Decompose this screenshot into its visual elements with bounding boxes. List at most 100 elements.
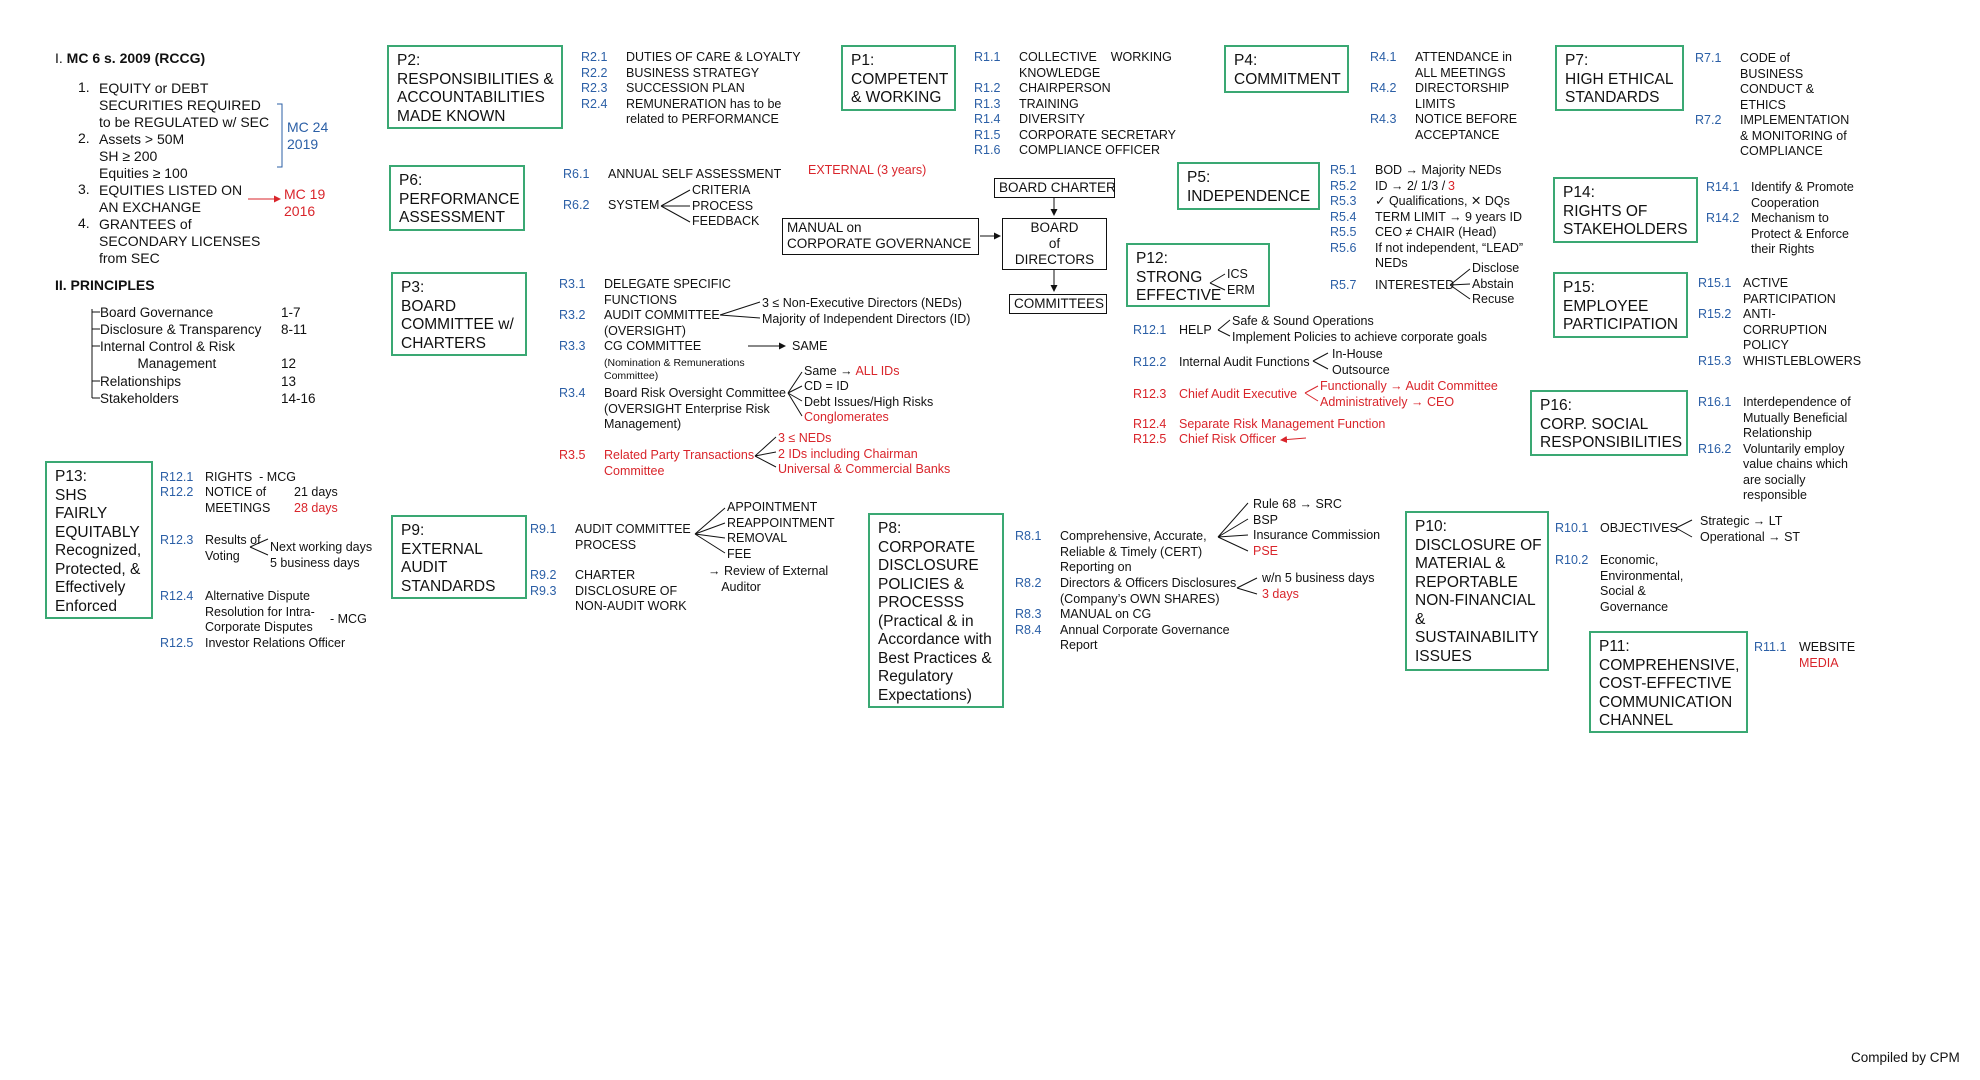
p12-r125-code: R12.5 [1133,432,1167,446]
p15-codes: R15.1 R15.2 R15.3 [1698,276,1732,368]
principle-name-1: Board Governance [100,305,214,320]
committees-box: COMMITTEES [1009,294,1107,314]
principle-name-5: Stakeholders [100,391,179,406]
manual-box: MANUAL on CORPORATE GOVERNANCE [782,218,979,255]
board-of-directors-box: BOARD of DIRECTORS [1002,218,1107,270]
p3-r32-items: 3 ≤ Non-Executive Directors (NEDs) Major… [762,296,971,326]
p13-voting-items: Next working days 5 business days [270,540,373,570]
p3-r33-text: CG COMMITTEE [604,339,702,353]
p12-r124-text: Separate Risk Management Function [1179,417,1386,431]
p3-box: P3: BOARD COMMITTEE w/ CHARTERS [391,272,527,356]
p12-r123-text: Chief Audit Executive [1179,387,1298,401]
p9-r91-text: AUDIT COMMITTEE PROCESS [575,522,691,552]
p8-report-items: Rule 68 → SRC BSP Insurance Commission [1253,497,1381,542]
p3-r32-text: AUDIT COMMITTEE (OVERSIGHT) [604,308,720,338]
p3-r35-items: 3 ≤ NEDs 2 IDs including Chairman Univer… [778,431,951,476]
p6-r62-text: SYSTEM [608,198,660,212]
p5-box: P5: INDEPENDENCE [1177,162,1320,210]
p1-codes: R1.1 R1.2 R1.3 R1.4 R1.5 R1.6 [974,50,1001,157]
p3-r34-same-label: Same → [804,364,853,378]
p6-r62-code: R6.2 [563,198,590,212]
p3-r34-code-label: R3.4 [559,386,586,400]
p13-r1221-code: R12.1 [160,470,194,484]
p3-r33-small: (Nomination & Remunerations Committee) [604,357,745,382]
p5-r57-code: R5.7 [1330,278,1357,292]
p3-r35-text: Related Party Transactions Committee [604,448,755,478]
p8-r82-code: R8.2 [1015,576,1042,590]
p15-box: P15: EMPLOYEE PARTICIPATION [1553,272,1688,338]
p3-r34-red: Conglomerates [804,410,889,424]
p3-r33-code: R3.3 [559,339,586,353]
p12-r121-code: R12.1 [1133,323,1167,337]
p15-items: ACTIVE PARTICIPATION ANTI- CORRUPTION PO… [1743,276,1862,368]
p1-box: P1: COMPETENT & WORKING [841,45,956,111]
p13-r1223-code: R12.3 [160,533,194,547]
p8-disc-items: w/n 5 business days [1262,571,1375,585]
p6-r61-text: ANNUAL SELF ASSESSMENT [608,167,782,181]
p11-website: WEBSITE [1799,640,1856,654]
p16-box: P16: CORP. SOCIAL RESPONSIBILITIES [1530,390,1688,456]
p7-codes: R7.1 R7.2 [1695,51,1722,127]
p13-r1221-text: RIGHTS - MCG [205,470,296,484]
p9-r92-text: CHARTER DISCLOSURE OF NON-AUDIT WORK [575,568,687,613]
p13-r1223-text: Results of Voting [205,533,261,563]
p10-obj-items: Strategic → LT Operational → ST [1700,514,1801,544]
p11-box: P11: COMPREHENSIVE, COST-EFFECTIVE COMMU… [1589,631,1748,733]
intro-item-text-4: GRANTEES of SECONDARY LICENSES from SEC [99,216,261,266]
p9-audit-items: APPOINTMENT REAPPOINTMENT REMOVAL FEE [727,500,835,561]
p2-codes: R2.1 R2.2 R2.3 R2.4 [581,50,608,111]
p13-days21: 21 days [294,485,338,499]
principle-range-3: 12 [281,356,297,371]
principle-name-2: Disclosure & Transparency [100,322,262,337]
p8-r81-code: R8.1 [1015,529,1042,543]
p12-ics: ICS ERM [1227,267,1255,297]
principle-name-3: Internal Control & Risk Management [100,339,236,371]
p6-system-items: CRITERIA PROCESS FEEDBACK [692,183,760,228]
p4-box: P4: COMMITMENT [1224,45,1349,93]
intro-item-num-3: 3. [78,181,90,197]
p12-r123-code: R12.3 [1133,387,1167,401]
p2-box: P2: RESPONSIBILITIES & ACCOUNTABILITIES … [387,45,563,129]
p3-r32-code: R3.2 [559,308,586,322]
p12-r122-text: Internal Audit Functions [1179,355,1310,369]
p3-same: SAME [792,339,828,353]
p7-items: CODE of BUSINESS CONDUCT & ETHICS IMPLEM… [1740,51,1850,158]
section-1-heading: I. MC 6 s. 2009 (RCCG) [55,50,205,67]
principle-range-5: 14-16 [281,391,316,406]
p13-mcg: - MCG [330,612,367,626]
principle-name-4: Relationships [100,374,182,389]
p13-days28: 28 days [294,501,338,515]
p8-pse: PSE [1253,544,1279,558]
p5-items: BOD → Majority NEDs ID → 2/ 1/3 / ✓ Qual… [1375,163,1524,270]
p13-r1225-text: Investor Relations Officer [205,636,346,650]
intro-item-num-2: 2. [78,130,90,146]
principle-range-1: 1-7 [281,305,301,320]
p2-items: DUTIES OF CARE & LOYALTY BUSINESS STRATE… [626,50,801,126]
p8-box: P8: CORPORATE DISCLOSURE POLICIES & PROC… [868,513,1004,708]
p8-codes3: R8.3 R8.4 [1015,607,1042,637]
p5-r57-text: INTERESTED [1375,278,1455,292]
p9-codes2: R9.2 R9.3 [530,568,557,598]
p12-cae-items: Functionally → Audit Committee Administr… [1320,379,1498,409]
p3-r31-text: DELEGATE SPECIFIC FUNCTIONS [604,277,731,307]
intro-item-text-2: Assets > 50M SH ≥ 200 Equities ≥ 100 [99,131,188,181]
p6-r61-code: R6.1 [563,167,590,181]
p3-r34-text: Board Risk Oversight Committee (OVERSIGH… [604,386,787,431]
p12-r124-code: R12.4 [1133,417,1167,431]
p7-box: P7: HIGH ETHICAL STANDARDS [1555,45,1684,111]
p13-r1224-text: Alternative Dispute Resolution for Intra… [205,589,315,634]
intro-item-text-3: EQUITIES LISTED ON AN EXCHANGE [99,182,243,215]
intro-item-text-1: EQUITY or DEBT SECURITIES REQUIRED to be… [99,80,270,130]
p12-help-items: Safe & Sound Operations Implement Polici… [1232,314,1487,344]
p10-box: P10: DISCLOSURE OF MATERIAL & REPORTABLE… [1405,511,1549,671]
section-2-title: II. PRINCIPLES [55,277,155,293]
principle-range-4: 13 [281,374,297,389]
p8-r83-text: MANUAL on CG Annual Corporate Governance… [1060,607,1230,652]
section-1-prefix: I. [55,50,63,66]
p13-r1224-code: R12.4 [160,589,194,603]
p5-codes: R5.1 R5.2 R5.3 R5.4 R5.5 R5.6 [1330,163,1357,255]
p13-r1225-code: R12.5 [160,636,194,650]
p3-r35-code: R3.5 [559,448,586,462]
p3-r34-items: CD = ID Debt Issues/High Risks [804,379,934,409]
p6-external: EXTERNAL (3 years) [808,163,927,177]
